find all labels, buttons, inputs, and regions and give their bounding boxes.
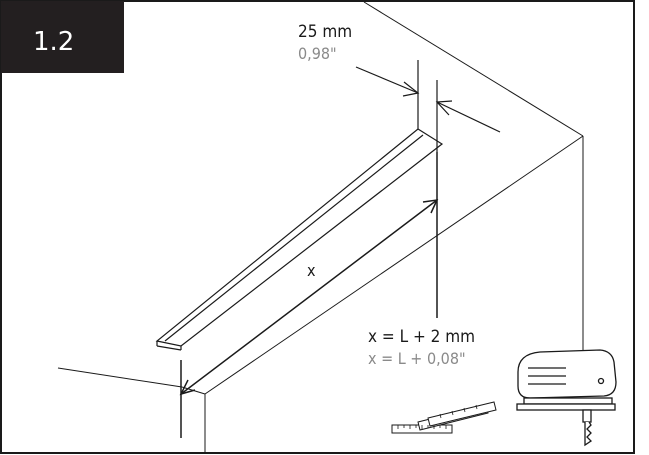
width-arrowhead-right [435, 100, 453, 116]
length-variable-label: x [307, 261, 316, 280]
jigsaw-blade [584, 421, 593, 447]
profile-end-bottom [156, 345, 182, 351]
length-arrowhead-right [422, 199, 439, 214]
profile-strip [155, 128, 444, 351]
width-leader-right [436, 101, 501, 133]
width-metric-label: 25 mm [298, 22, 352, 42]
length-dimension-line [180, 199, 438, 395]
formula-metric-label: x = L + 2 mm [368, 327, 475, 347]
width-imperial-label: 0,98" [298, 44, 337, 63]
width-arrowhead-left [402, 81, 420, 97]
profile-inner-groove [164, 134, 424, 342]
ruler-segment-top [427, 401, 497, 427]
formula-imperial-label: x = L + 0,08" [368, 349, 466, 368]
jigsaw-base [516, 403, 616, 411]
folding-ruler-icon [391, 401, 497, 434]
step-number: 1.2 [33, 27, 74, 57]
diagram-border [0, 0, 635, 454]
ruler-ticks [397, 404, 478, 429]
jigsaw-button [597, 377, 605, 385]
left-wall-edge [57, 367, 183, 388]
length-dimension [179, 152, 439, 438]
jigsaw-blade-holder [582, 409, 592, 423]
jigsaw-shoe [523, 397, 613, 405]
width-leader-left [355, 66, 419, 94]
step-badge-background [1, 1, 124, 73]
jigsaw-icon [516, 349, 617, 447]
width-dimension [355, 60, 501, 152]
step-badge: 1.2 [1, 1, 124, 73]
length-arrowhead-left [179, 379, 196, 396]
ceiling-corner-line [363, 1, 584, 137]
wall-top-edge [204, 135, 584, 395]
jigsaw-body [517, 349, 617, 399]
room-outline [57, 1, 584, 453]
